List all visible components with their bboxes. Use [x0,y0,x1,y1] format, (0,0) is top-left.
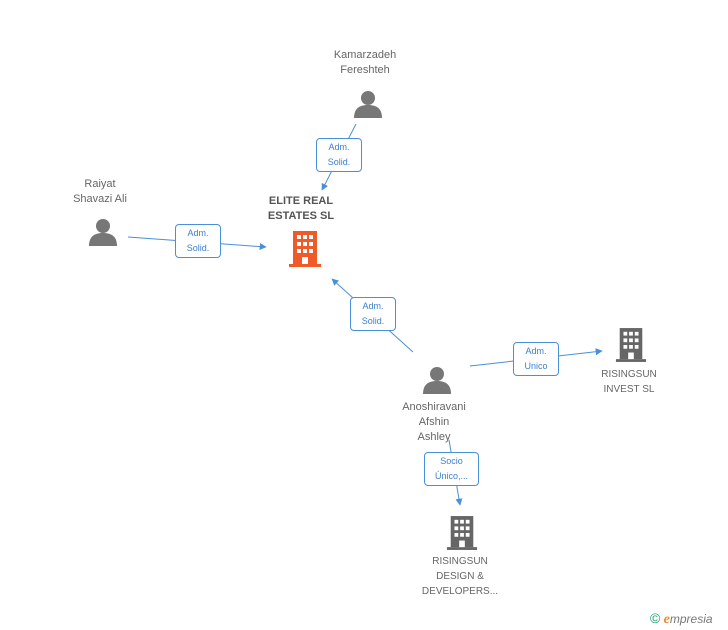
node-label-line: DESIGN & [436,571,484,582]
node-label-risingsun-design[interactable]: RISINGSUN DESIGN & DEVELOPERS... [410,554,510,599]
empresia-logo: © empresia [650,610,713,628]
node-label-line: ELITE REAL [268,195,334,207]
node-label-kamarzadeh[interactable]: Kamarzadeh Fereshteh [310,48,420,78]
edge-badge-line: Socio [440,456,463,466]
node-label-risingsun-invest[interactable]: RISINGSUN INVEST SL [584,367,674,397]
person-icon[interactable] [353,90,383,118]
edge-badge-anoshiravani-design[interactable]: Socio Único,... [424,452,479,486]
person-icon[interactable] [88,218,118,246]
edge-badge-line: Adm. [525,346,547,356]
node-label-anoshiravani[interactable]: Anoshiravani Afshin Ashley [379,400,489,445]
edge-badge-anoshiravani-invest[interactable]: Adm. Unico [513,342,559,376]
logo-text: mpresia [669,612,713,626]
edge-badge-line: Unico [524,361,548,371]
edge-badge-line: Adm. [328,142,350,152]
edge-badge-line: Único,... [434,471,468,481]
logo-initial: e [663,612,670,627]
node-label-line: DEVELOPERS... [421,586,499,597]
node-label-elite[interactable]: ELITE REAL ESTATES SL [246,194,356,224]
node-label-line: Fereshteh [340,64,390,76]
edge-badge-line: Solid. [361,316,385,326]
node-label-line: Afshin [418,416,450,428]
building-icon[interactable] [288,231,322,267]
node-label-line: RISINGSUN [601,369,657,380]
edge-badge-line: Solid. [327,157,351,167]
node-label-line: Ashley [417,431,451,443]
person-icon[interactable] [422,366,452,394]
node-label-line: Shavazi Ali [73,193,127,205]
edge-badge-line: Adm. [187,228,209,238]
copyright-symbol: © [650,610,661,626]
edge-badge-line: Adm. [362,301,384,311]
edge-badge-raiyat-elite[interactable]: Adm. Solid. [175,224,221,258]
node-label-line: Kamarzadeh [333,49,397,61]
node-label-line: Raiyat [84,178,116,190]
node-label-line: Anoshiravani [402,401,466,413]
edge-badge-line: Solid. [186,243,210,253]
node-label-line: RISINGSUN [432,556,488,567]
node-label-raiyat[interactable]: Raiyat Shavazi Ali [50,177,150,207]
node-label-line: INVEST SL [603,384,655,395]
building-icon[interactable] [446,515,478,551]
building-icon[interactable] [615,327,647,363]
edge-badge-anoshiravani-elite[interactable]: Adm. Solid. [350,297,396,331]
node-label-line: ESTATES SL [267,210,335,222]
edge-badge-kamarzadeh-elite[interactable]: Adm. Solid. [316,138,362,172]
